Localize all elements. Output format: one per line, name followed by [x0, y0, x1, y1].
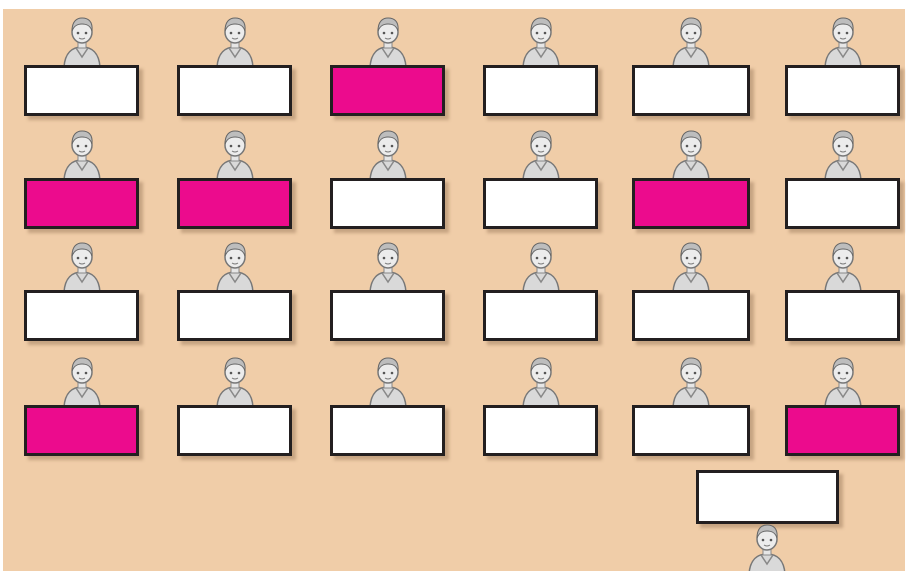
student-figure-icon — [61, 128, 103, 180]
student-figure-icon — [61, 355, 103, 407]
student-figure-icon — [61, 128, 103, 180]
student-figure-icon — [214, 128, 256, 180]
student-desk — [330, 405, 445, 456]
student-figure-icon — [61, 15, 103, 67]
student-desk — [24, 290, 139, 341]
student-figure-icon — [214, 355, 256, 407]
student-figure-icon — [214, 355, 256, 407]
student-figure-icon — [520, 15, 562, 67]
student-desk — [632, 405, 750, 456]
student-figure-icon — [61, 240, 103, 292]
student-figure-icon — [520, 355, 562, 407]
student-figure-icon — [822, 355, 864, 407]
student-figure-icon — [670, 355, 712, 407]
student-figure-icon — [520, 240, 562, 292]
student-figure-icon — [822, 240, 864, 292]
student-desk — [483, 65, 598, 116]
student-figure-icon — [822, 15, 864, 67]
student-desk — [177, 65, 292, 116]
student-desk — [785, 65, 900, 116]
student-figure-icon — [61, 355, 103, 407]
student-figure-icon — [520, 355, 562, 407]
student-figure-icon — [822, 240, 864, 292]
student-figure-icon — [214, 15, 256, 67]
student-desk — [330, 290, 445, 341]
highlighted-desk — [330, 65, 445, 116]
highlighted-desk — [785, 405, 900, 456]
student-figure-icon — [367, 240, 409, 292]
teacher-figure-icon — [746, 522, 788, 571]
student-figure-icon — [670, 128, 712, 180]
student-desk — [632, 65, 750, 116]
student-figure-icon — [520, 15, 562, 67]
highlighted-desk — [24, 405, 139, 456]
classroom-floor — [3, 9, 905, 571]
highlighted-desk — [24, 178, 139, 229]
student-desk — [177, 405, 292, 456]
student-figure-icon — [520, 128, 562, 180]
student-figure-icon — [367, 15, 409, 67]
student-desk — [632, 290, 750, 341]
student-figure-icon — [520, 128, 562, 180]
student-figure-icon — [367, 128, 409, 180]
student-figure-icon — [670, 128, 712, 180]
student-figure-icon — [214, 240, 256, 292]
student-figure-icon — [520, 240, 562, 292]
student-desk — [177, 290, 292, 341]
student-desk — [483, 290, 598, 341]
student-figure-icon — [214, 128, 256, 180]
student-figure-icon — [822, 355, 864, 407]
student-figure-icon — [367, 15, 409, 67]
student-desk — [483, 405, 598, 456]
student-figure-icon — [670, 15, 712, 67]
student-figure-icon — [822, 15, 864, 67]
student-desk — [785, 178, 900, 229]
highlighted-desk — [177, 178, 292, 229]
student-figure-icon — [670, 240, 712, 292]
teacher-desk — [696, 470, 839, 524]
student-figure-icon — [367, 355, 409, 407]
student-figure-icon — [670, 240, 712, 292]
student-figure-icon — [670, 15, 712, 67]
student-figure-icon — [367, 128, 409, 180]
student-figure-icon — [214, 240, 256, 292]
student-figure-icon — [822, 128, 864, 180]
student-figure-icon — [214, 15, 256, 67]
student-figure-icon — [822, 128, 864, 180]
student-desk — [785, 290, 900, 341]
student-figure-icon — [367, 355, 409, 407]
student-desk — [24, 65, 139, 116]
highlighted-desk — [632, 178, 750, 229]
student-desk — [483, 178, 598, 229]
student-figure-icon — [670, 355, 712, 407]
student-figure-icon — [367, 240, 409, 292]
student-figure-icon — [61, 240, 103, 292]
student-figure-icon — [746, 522, 788, 571]
student-desk — [330, 178, 445, 229]
student-figure-icon — [61, 15, 103, 67]
